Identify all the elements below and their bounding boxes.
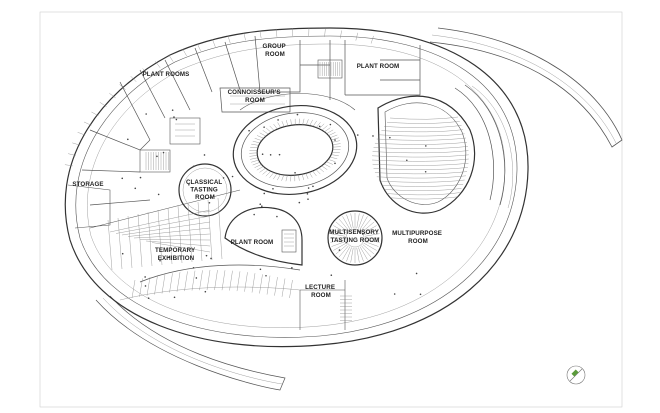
room-labels: GROUP ROOM PLANT ROOM PLANT ROOMS CONNOI…	[72, 43, 444, 299]
sheet-border	[39, 11, 623, 408]
classical-tasting-room-shell	[178, 163, 232, 217]
central-plant-room-shell	[224, 206, 303, 266]
label-plant-room-center: PLANT ROOM	[231, 239, 274, 246]
exhibition-display-lines	[107, 197, 223, 271]
multisensory-tasting-room-shell	[327, 210, 383, 266]
north-arrow-icon	[566, 365, 586, 385]
label-classical-tasting-room: CLASSICAL TASTING ROOM	[186, 179, 224, 201]
central-atrium	[232, 93, 358, 196]
label-plant-rooms: PLANT ROOMS	[143, 71, 190, 78]
label-group-room: GROUP ROOM	[263, 43, 288, 58]
label-connoisseurs-room: CONNOISSEUR'S ROOM	[228, 89, 283, 104]
auditorium-hall	[372, 84, 513, 214]
column-dots	[121, 109, 427, 300]
label-lecture-room: LECTURE ROOM	[305, 284, 337, 299]
label-plant-room-top: PLANT ROOM	[357, 63, 400, 70]
interior-walls	[67, 35, 421, 330]
label-storage: STORAGE	[72, 181, 103, 188]
outer-landscape-wrap	[95, 27, 623, 391]
label-temporary-exhibition: TEMPORARY EXHIBITION	[155, 247, 197, 262]
south-arcade	[119, 264, 301, 301]
perimeter-fins	[64, 28, 374, 167]
label-multisensory-tasting-room: MULTISENSORY TASTING ROOM	[329, 229, 380, 244]
stair-hatching	[145, 62, 352, 321]
label-multipurpose-room: MULTIPURPOSE ROOM	[392, 230, 444, 245]
